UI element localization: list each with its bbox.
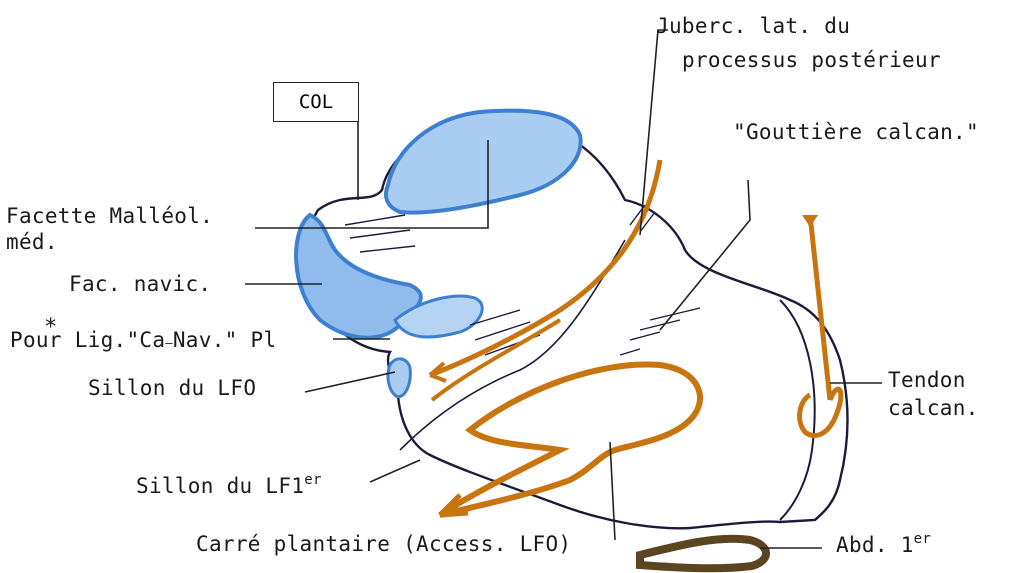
gouttiere-label: "Gouttière calcan." [733, 120, 979, 144]
tuberc-label-line1: Juberc. lat. du [656, 14, 850, 38]
tendon-calcan-arrowhead [802, 215, 818, 227]
carre-plantaire-orange [440, 364, 700, 515]
tendon-label-line1: Tendon [888, 368, 966, 392]
facet-malleolar-blue [386, 111, 581, 213]
tuberc-label-line2: processus postérieur [682, 48, 941, 72]
pour-lig-text: Pour Lig."Ca [10, 328, 165, 352]
abd-sup: er [914, 531, 931, 547]
abd-label: Abd. 1er [836, 527, 931, 557]
tendon-calcan-orange [800, 215, 841, 436]
carre-label: Carré plantaire (Access. LFO) [196, 532, 571, 556]
tendon-label-line2: calcan. [888, 396, 979, 420]
sillon-lf1-label: Sillon du LF1er [136, 468, 322, 498]
sillon-lf1-text: Sillon du LF1 [136, 474, 304, 498]
pour-lig-dash: — [165, 336, 173, 350]
pour-lig-rest: Nav." Pl [173, 328, 277, 352]
sillon-lf1-sup: er [304, 472, 321, 488]
sillon-lfo-label: Sillon du LFO [88, 376, 256, 400]
col-label: COL [299, 91, 333, 113]
abd-text: Abd. 1 [836, 533, 914, 557]
col-label-box: COL [273, 82, 359, 122]
bone-posterior-lip [780, 300, 815, 520]
fac-navic-label: Fac. navic. [69, 272, 211, 296]
facette-label-line2: méd. [6, 230, 58, 254]
facet-small-blue [388, 359, 410, 397]
facette-label-line1: Facette Malléol. [6, 204, 213, 228]
pour-lig-star: * [44, 316, 58, 340]
abductor-brown [640, 539, 766, 569]
